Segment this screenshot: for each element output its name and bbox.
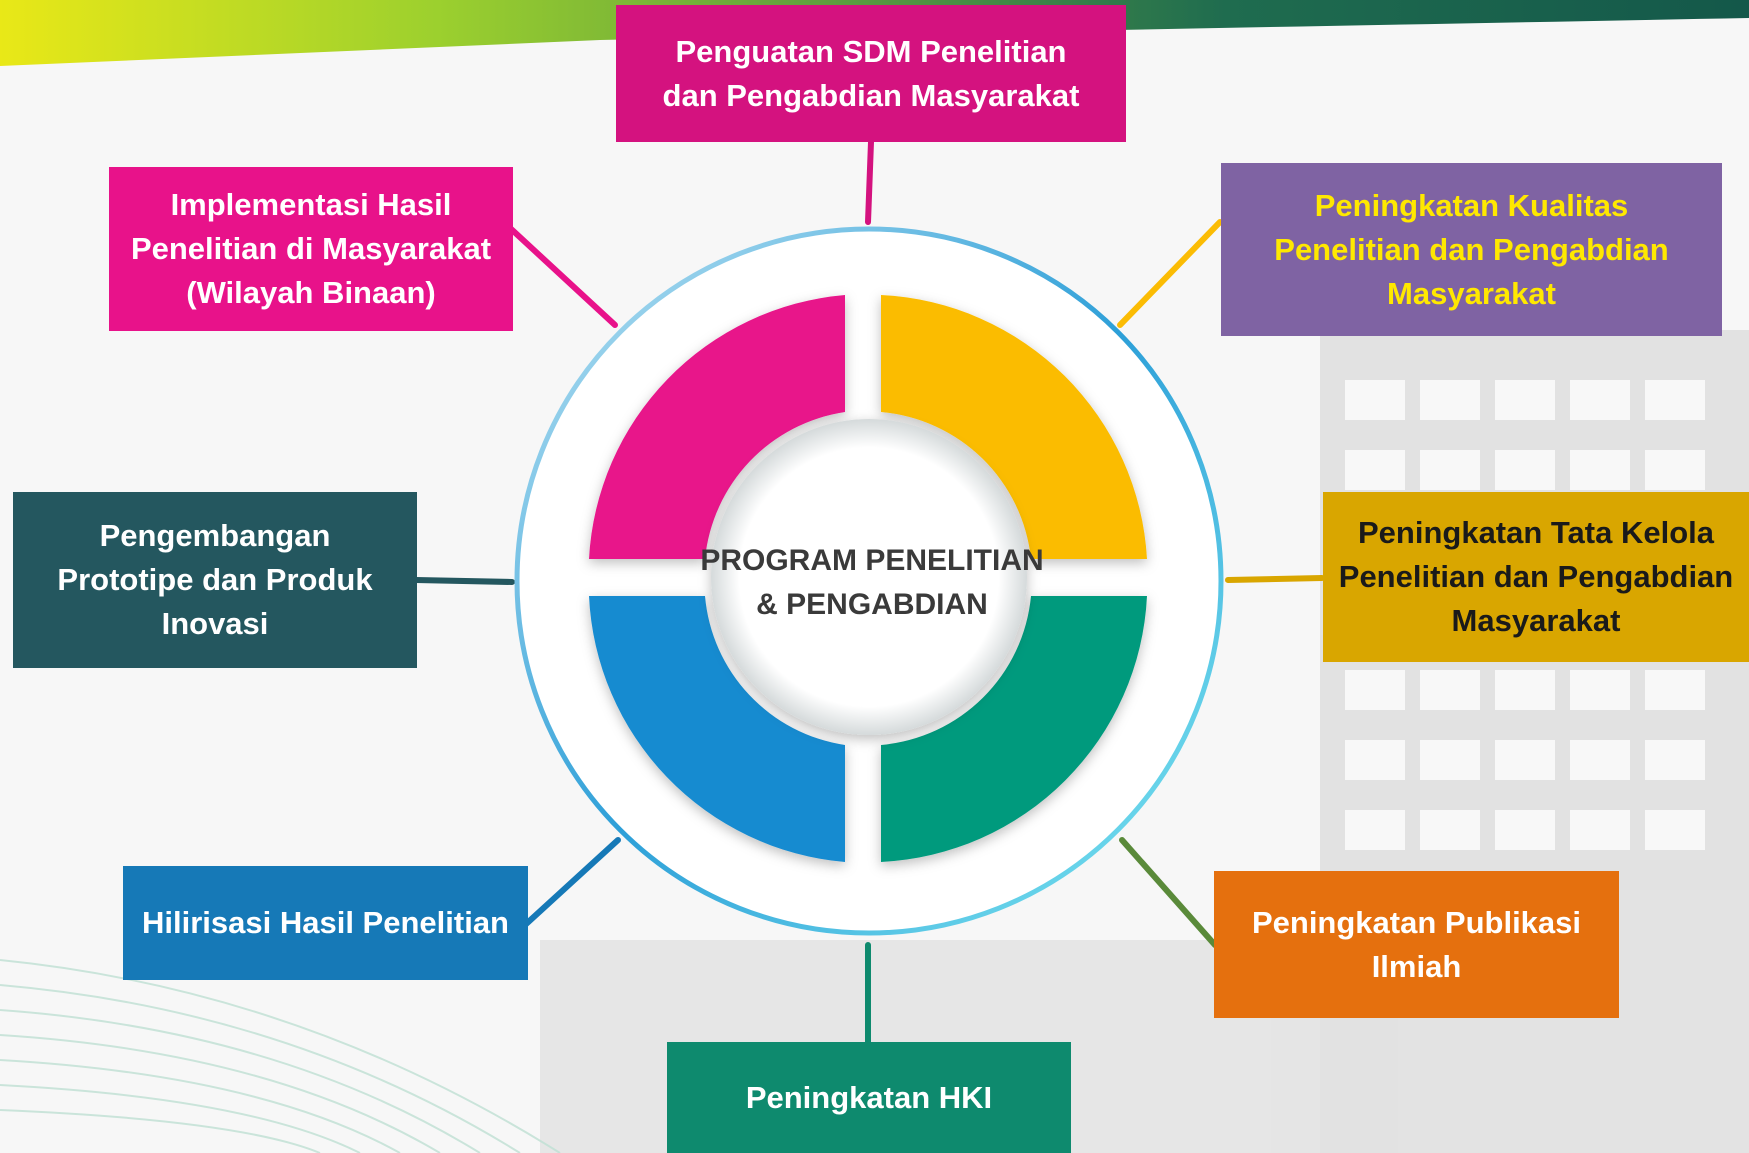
center-label: PROGRAM PENELITIAN & PENGABDIAN xyxy=(687,533,1057,633)
box-implementasi-hasil-text: Implementasi Hasil Penelitian di Masyara… xyxy=(130,187,492,310)
connector-upper-right xyxy=(1117,219,1223,328)
center-label-text: PROGRAM PENELITIAN & PENGABDIAN xyxy=(700,544,1044,621)
box-peningkatan-tata-kelola-text: Peningkatan Tata Kelola Penelitian dan P… xyxy=(1338,515,1734,638)
connector-lower-right xyxy=(1119,837,1218,948)
box-hilirisasi-text: Hilirisasi Hasil Penelitian xyxy=(142,905,509,940)
box-pengembangan-prototipe: Pengembangan Prototipe dan Produk Inovas… xyxy=(13,492,417,668)
connector-lines xyxy=(413,139,1325,1045)
box-peningkatan-hki: Peningkatan HKI xyxy=(667,1042,1071,1153)
connector-top xyxy=(865,139,874,225)
connector-lower-left xyxy=(522,837,621,928)
quadrant-bottom-right xyxy=(881,596,1147,862)
connector-upper-left xyxy=(507,225,618,328)
connector-left xyxy=(413,577,515,585)
box-penguatan-sdm-text: Penguatan SDM Penelitian dan Pengabdian … xyxy=(662,33,1080,113)
box-peningkatan-publikasi-text: Peningkatan Publikasi Ilmiah xyxy=(1251,904,1582,984)
box-peningkatan-publikasi: Peningkatan Publikasi Ilmiah xyxy=(1214,871,1619,1018)
box-peningkatan-kualitas-text: Peningkatan Kualitas Penelitian dan Peng… xyxy=(1274,187,1669,311)
quadrant-top-right xyxy=(881,295,1147,559)
box-penguatan-sdm: Penguatan SDM Penelitian dan Pengabdian … xyxy=(616,5,1126,142)
box-peningkatan-hki-text: Peningkatan HKI xyxy=(745,1079,993,1115)
box-pengembangan-prototipe-text: Pengembangan Prototipe dan Produk Inovas… xyxy=(57,518,373,641)
box-peningkatan-kualitas: Peningkatan Kualitas Penelitian dan Peng… xyxy=(1221,163,1722,336)
quadrants xyxy=(589,295,1147,862)
quadrant-bottom-left xyxy=(589,596,845,862)
wave-lines-decoration xyxy=(0,959,561,1153)
box-hilirisasi: Hilirisasi Hasil Penelitian xyxy=(123,866,528,980)
connector-right xyxy=(1225,575,1325,583)
box-peningkatan-tata-kelola: Peningkatan Tata Kelola Penelitian dan P… xyxy=(1323,492,1749,662)
building-backdrop xyxy=(540,330,1749,1153)
outer-ring xyxy=(514,226,1224,936)
quadrant-top-left xyxy=(589,295,845,559)
box-implementasi-hasil: Implementasi Hasil Penelitian di Masyara… xyxy=(109,167,513,331)
center-hub xyxy=(711,419,1027,735)
